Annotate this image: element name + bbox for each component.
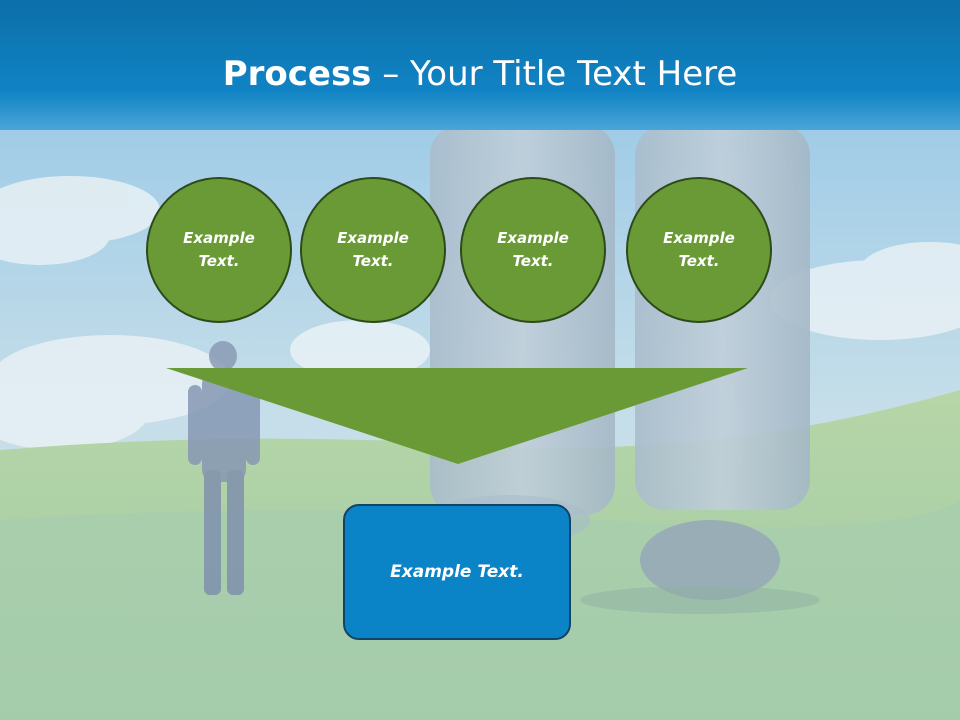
- result-box-label: Example Text.: [390, 562, 524, 582]
- circle-label-1: Example Text.: [183, 229, 255, 270]
- title-bar: [0, 0, 960, 130]
- circle-label-4: Example Text.: [663, 229, 735, 270]
- slide-title: Process – Your Title Text Here: [0, 52, 960, 96]
- process-circle-3: Example Text.: [460, 177, 606, 323]
- process-circle-2: Example Text.: [300, 177, 446, 323]
- title-bold: Process: [222, 54, 372, 94]
- circle-label-3: Example Text.: [497, 229, 569, 270]
- process-circle-4: Example Text.: [626, 177, 772, 323]
- circle-label-2: Example Text.: [337, 229, 409, 270]
- result-box: Example Text.: [343, 504, 571, 640]
- process-circle-1: Example Text.: [146, 177, 292, 323]
- title-rest: – Your Title Text Here: [371, 54, 738, 94]
- funnel-triangle: [166, 368, 748, 464]
